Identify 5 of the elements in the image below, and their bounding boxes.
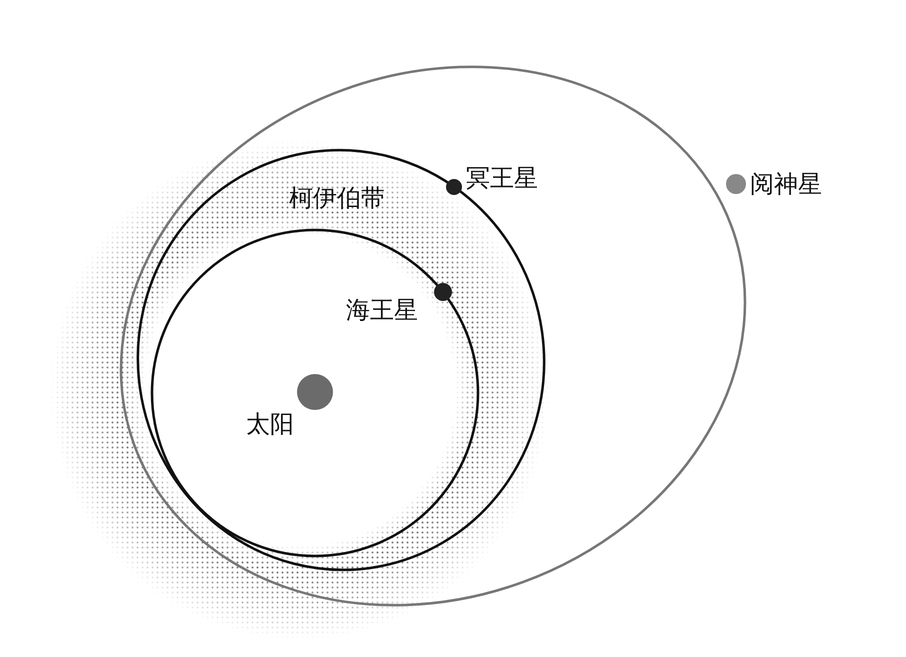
label: 太阳 [246, 412, 294, 436]
label: 海王星 [346, 298, 418, 322]
label: 柯伊伯带 [289, 186, 385, 210]
label: 阅神星 [750, 172, 822, 196]
label: 冥王星 [466, 166, 538, 190]
